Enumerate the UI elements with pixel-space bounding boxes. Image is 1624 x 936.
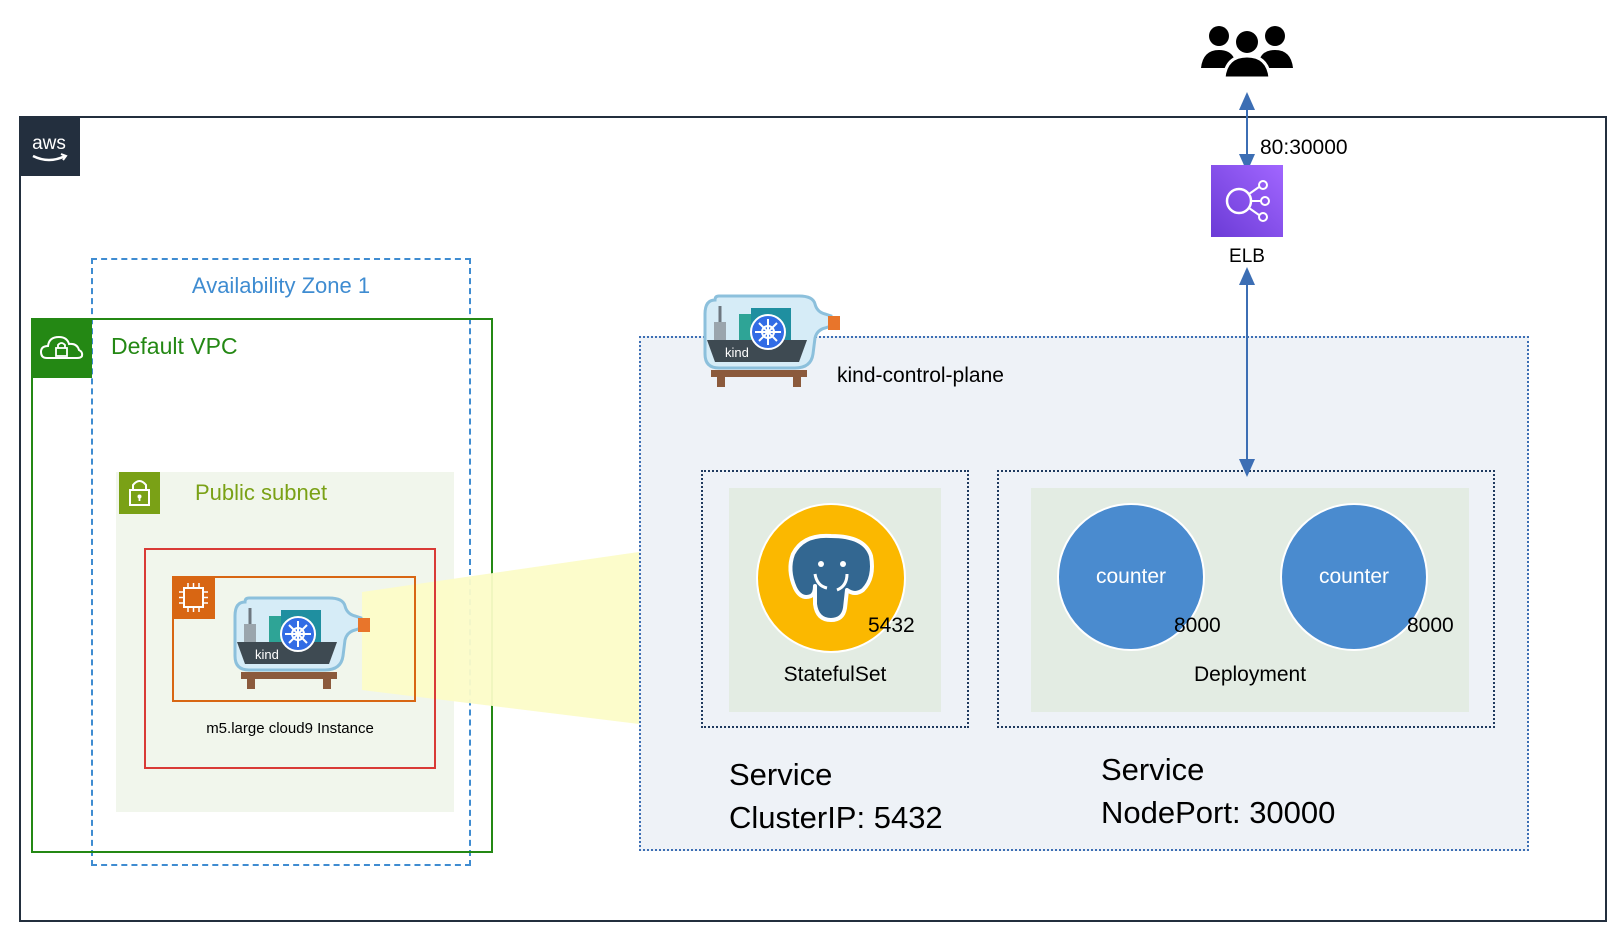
postgres-port: 5432 [868,614,915,637]
deployment-label: Deployment [1193,663,1307,686]
instance-label: m5.large cloud9 Instance [206,720,374,737]
aws-cloud-group [19,116,1607,922]
nodeport-service-title: Service [1101,752,1205,787]
aws-logo-icon: aws [19,116,80,176]
counter-pod-port: 8000 [1407,614,1454,637]
counter-pod-port: 8000 [1174,614,1221,637]
nodeport-service-type: NodePort: 30000 [1101,795,1336,830]
elb-icon [1211,165,1283,237]
availability-zone-label: Availability Zone 1 [191,273,371,298]
users-icon [1201,26,1293,80]
kind-boat-icon: kind [233,596,370,689]
clusterip-service-title: Service [729,757,833,792]
instance-group [144,548,436,769]
counter-pod-label: counter [1318,565,1390,588]
vpc-cloud-lock-icon [31,318,92,378]
control-plane-kind-text: kind [725,345,749,360]
ec2-chip-icon [172,576,215,619]
control-plane-label: kind-control-plane [837,364,1004,387]
counter-pod [1057,503,1205,651]
aws-logo-text: aws [32,133,66,154]
availability-zone-group [91,258,471,866]
instance-kind-text: kind [255,647,279,662]
vpc-label: Default VPC [111,333,238,359]
subnet-lock-icon [119,472,160,514]
statefulset-label: StatefulSet [783,663,887,686]
elb-label: ELB [1229,246,1265,267]
kind-boat-icon: kind [703,294,840,387]
counter-pod-label: counter [1095,565,1167,588]
ec2-instance-box [172,576,416,702]
clusterip-service-type: ClusterIP: 5432 [729,800,943,835]
counter-pod [1280,503,1428,651]
clusterip-service-group [701,470,969,728]
postgres-elephant-icon [788,533,874,622]
elb-port-mapping-label: 80:30000 [1260,136,1348,159]
public-subnet-label: Public subnet [195,480,328,505]
